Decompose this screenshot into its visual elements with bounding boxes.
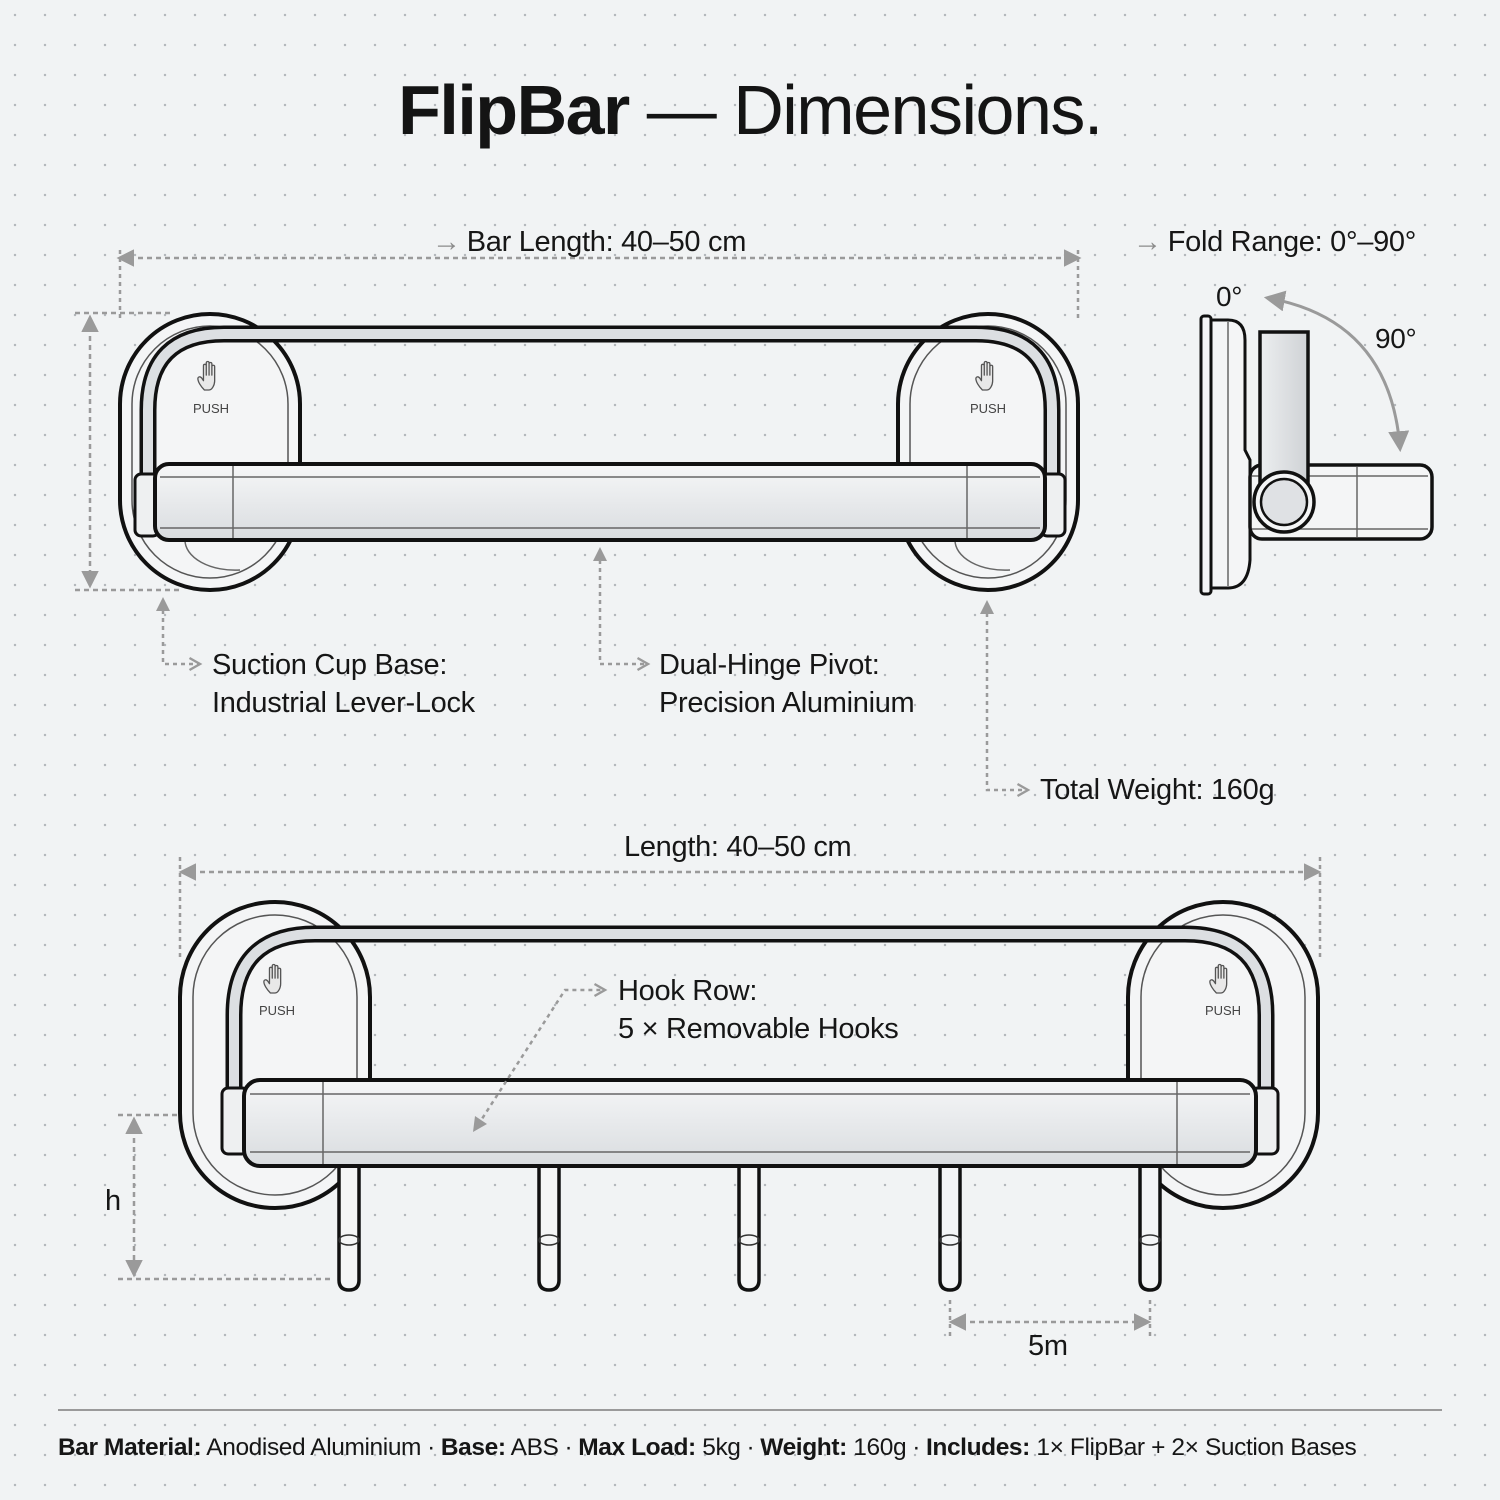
- hook: [537, 1168, 561, 1292]
- spec-footer: Bar Material: Anodised Aluminium·Base: A…: [58, 1434, 1357, 1462]
- spec-value: 160g: [853, 1434, 907, 1461]
- push-label: PUSH: [193, 401, 229, 416]
- spec-key: Bar Material:: [58, 1434, 202, 1461]
- spec-value: 5kg: [702, 1434, 741, 1461]
- arrow-right-icon: →: [432, 226, 461, 258]
- spec-key: Includes:: [925, 1434, 1030, 1461]
- bottom-view-drawing: PUSH PUSH: [118, 857, 1322, 1340]
- product-name: FlipBar: [398, 71, 630, 149]
- push-label: PUSH: [259, 1003, 295, 1018]
- angle-end-label: 90°: [1375, 323, 1417, 354]
- suction-cup-callout: Suction Cup Base: Industrial Lever-Lock: [212, 649, 475, 719]
- hinge-pivot-callout: Dual-Hinge Pivot: Precision Aluminium: [659, 649, 915, 719]
- hook-row-callout: Hook Row: 5 × Removable Hooks: [618, 975, 899, 1045]
- separator: ·: [912, 1434, 920, 1461]
- push-label: PUSH: [1205, 1003, 1241, 1018]
- angle-start-label: 0°: [1216, 281, 1243, 312]
- total-weight-callout: Total Weight: 160g: [1040, 774, 1275, 806]
- hook: [938, 1168, 962, 1292]
- spec-key: Base:: [440, 1434, 506, 1461]
- separator: ·: [427, 1434, 435, 1461]
- spec-key: Weight:: [760, 1434, 847, 1461]
- hook-row: [337, 1168, 1162, 1292]
- spec-value: 1× FlipBar + 2× Suction Bases: [1036, 1434, 1357, 1461]
- title-suffix: — Dimensions.: [628, 71, 1104, 149]
- hook: [337, 1168, 361, 1292]
- bar-length-label: →Bar Length: 40–50 cm: [432, 226, 747, 258]
- spec-value: ABS: [510, 1434, 559, 1461]
- hook: [737, 1168, 761, 1292]
- hook-spacing-label: 5m: [1028, 1330, 1068, 1362]
- side-view-drawing: [1199, 290, 1434, 596]
- height-label: h: [105, 1185, 121, 1217]
- arrow-right-icon: →: [1133, 226, 1162, 258]
- separator: ·: [564, 1434, 573, 1461]
- hook: [1138, 1168, 1162, 1292]
- push-label: PUSH: [970, 401, 1006, 416]
- fold-range-label: →Fold Range: 0°–90°: [1133, 226, 1417, 258]
- page-title: FlipBar — Dimensions.: [0, 68, 1500, 152]
- spec-value: Anodised Aluminium: [206, 1434, 422, 1461]
- separator: ·: [746, 1434, 755, 1461]
- top-view-drawing: PUSH PUSH: [75, 249, 1082, 798]
- spec-key: Max Load:: [578, 1434, 696, 1461]
- length-label: Length: 40–50 cm: [624, 831, 852, 863]
- footer-divider: [58, 1409, 1442, 1411]
